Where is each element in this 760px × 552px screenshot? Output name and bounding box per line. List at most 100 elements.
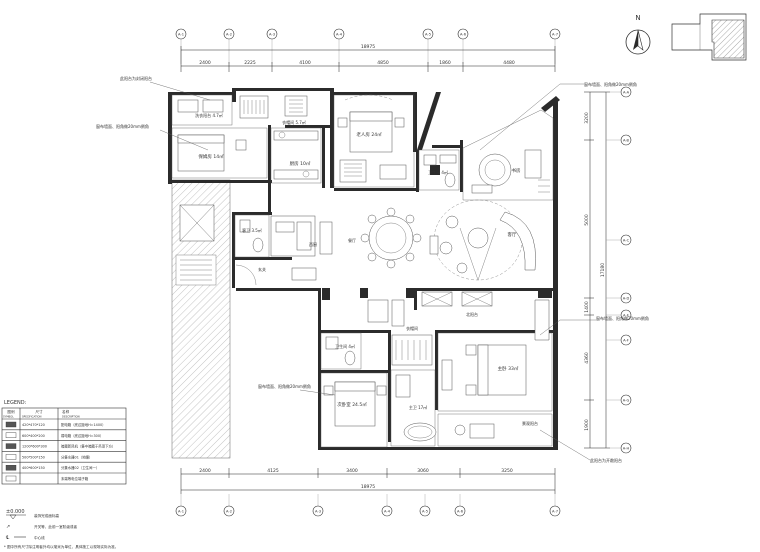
room-label-master: 主卧 33㎡ xyxy=(498,365,519,372)
room-label-balcony-laundry: 洗衣阳台 4.7㎡ xyxy=(195,112,223,118)
legend-symbol-icon xyxy=(5,432,17,438)
grid-bubble: A-B xyxy=(620,134,632,146)
annotations: 此阳台为封闭阳台 窗布墙面、阳角做20mm倒角 窗布墙面、阳角做20mm倒角 窗… xyxy=(96,75,649,463)
right-dimensions: 3200 5000 1400 4360 1900 17180 A-AA-BA-C… xyxy=(584,86,632,454)
grid-bubble: A-F xyxy=(620,334,632,346)
legend-name: 暗藏新风机（集中暗藏于吊顶下方） xyxy=(61,444,115,449)
legend-symbol-icon xyxy=(5,454,17,460)
annotation-2: 窗布墙面、阳角做20mm倒角 xyxy=(96,123,149,129)
grid-bubble-label: A-C xyxy=(623,238,630,242)
legend-name: 弱电箱（底边距地H=300） xyxy=(61,433,103,438)
bottom-dimensions: 2400 4125 3400 3060 3250 18975 xyxy=(180,468,556,494)
grid-bubble-label: A-1 xyxy=(178,32,184,36)
room-study: 书房 xyxy=(462,109,554,201)
room-label-west-kitchen: 西厨 xyxy=(309,241,317,247)
bottom-dim-5: 3250 xyxy=(501,468,513,474)
grid-bubble: A-1 xyxy=(175,28,187,40)
symbol-slope: ↗ xyxy=(6,524,10,530)
grid-bubble-label: A-B xyxy=(623,138,630,142)
grid-bubble-label: A-4 xyxy=(336,32,343,36)
walls xyxy=(168,88,560,450)
room-elderly: 老人房 24㎡ xyxy=(333,94,415,188)
top-dim-6: 4480 xyxy=(503,60,515,66)
symbol-elevation: ±0.000 xyxy=(6,509,25,515)
grid-bubble: A-E xyxy=(620,309,632,321)
top-dim-5: 1860 xyxy=(439,60,451,66)
grid-bubble: A-4 xyxy=(381,505,393,517)
legend-symbol-icon xyxy=(5,465,17,471)
bottom-dim-3: 3400 xyxy=(346,468,358,474)
grid-bubble: A-A xyxy=(620,86,632,98)
symbol-centerline-desc: 中心线 xyxy=(34,535,45,540)
legend-name: 分集水器02（卫生间一） xyxy=(61,465,99,470)
room-label-kitchen: 厨房 10㎡ xyxy=(290,160,311,167)
grid-bubble: A-3 xyxy=(266,28,278,40)
grid-bubble-label: A-H xyxy=(623,446,630,450)
grid-bubble-label: A-5 xyxy=(425,32,431,36)
north-label: N xyxy=(635,14,640,22)
entrance-foyer: 玄关 xyxy=(235,264,317,286)
legend-symbol-icon xyxy=(5,475,17,482)
room-label-foyer: 玄关 xyxy=(258,266,266,272)
grid-bubble: A-G xyxy=(620,394,632,406)
legend-name: 分集水器01（地暖） xyxy=(61,454,92,459)
room-label-landscape: 景观阳台 xyxy=(522,420,538,426)
right-bubbles: A-A A-B A-C A-D A-E A-F A-G A-H xyxy=(620,86,632,454)
room-label-study: 书房 xyxy=(512,167,521,174)
grid-bubble-label: A-F xyxy=(623,338,629,342)
legend-row: 400*600*150 分集水器02（卫生间一） xyxy=(2,461,126,471)
room-living: 客厅 xyxy=(429,199,536,281)
room-north-balcony: 洗衣阳台 4.7㎡ xyxy=(171,94,233,126)
grid-bubble-label: A-D xyxy=(623,296,630,300)
bottom-dim-1: 2400 xyxy=(199,468,211,474)
general-note: * 图中所有尺寸除注明者外均以毫米为单位，具体施工以现场实际为准。 xyxy=(4,544,118,549)
legend-symbol-icon xyxy=(5,443,17,449)
north-arrow: N xyxy=(625,14,651,55)
room-label-nanny: 保姆房 14㎡ xyxy=(198,153,224,160)
legend-name: 末端等电位端子箱 xyxy=(61,476,89,481)
room-label-wardrobe: 衣帽间 xyxy=(406,325,418,331)
grid-bubble-label: A-E xyxy=(623,313,630,317)
grid-bubble-label: A-7 xyxy=(552,509,558,513)
legend-size: 420*470*120 xyxy=(22,423,45,427)
grid-bubble-label: A-3 xyxy=(315,509,321,513)
top-dimensions: 18975 2400 2225 4100 4850 1860 4480 xyxy=(180,44,556,72)
grid-bubble: A-4 xyxy=(333,28,345,40)
top-grid-axes: A-1 A-2 A-3 A-4 A-5 A-6 A-7 xyxy=(175,28,561,64)
room-dining: 餐厅 xyxy=(348,207,422,269)
room-kitchen: 厨房 10㎡ xyxy=(270,127,322,184)
grid-bubble: A-7 xyxy=(549,28,561,40)
top-dim-1: 2400 xyxy=(199,60,211,66)
symbol-centerline: ℄ xyxy=(6,535,10,541)
corridor-storage: 北阳台 xyxy=(367,291,493,327)
room-master-bath: 主卫 17㎡ xyxy=(390,369,437,447)
grid-bubble-label: A-6 xyxy=(460,32,467,36)
legend-size: 400*600*150 xyxy=(22,466,45,470)
grid-bubble: A-H xyxy=(620,442,632,454)
legend-symbol-icon xyxy=(5,421,17,428)
bottom-total-dim: 18975 xyxy=(361,484,375,490)
annotation-6: 此阳台为开敞阳台 xyxy=(590,457,622,463)
room-west-kitchen: 西厨 xyxy=(270,215,333,257)
room-label-guest-bath: 客卫 3.5㎡ xyxy=(242,227,262,233)
symbol-slope-desc: 开关等，此前一室阶级或者 xyxy=(34,524,78,529)
grid-bubble-label: A-3 xyxy=(269,32,275,36)
room-cloakroom: 衣帽间 5.7㎡ xyxy=(239,95,308,125)
annotation-1: 此阳台为封闭阳台 xyxy=(120,75,152,81)
grid-bubble-label: A-G xyxy=(623,398,630,402)
legend-sub-size: SPECIFICATION xyxy=(22,415,41,419)
right-dim-3: 1400 xyxy=(584,301,590,313)
room-bath-upper: 卫生间 4㎡ xyxy=(418,149,460,191)
grid-bubble: A-3 xyxy=(312,505,324,517)
legend-row: 末端等电位端子箱 xyxy=(2,472,126,482)
key-plan xyxy=(671,13,747,61)
annotation-3: 窗布墙面、阳角做20mm倒角 xyxy=(584,81,637,87)
right-dim-1: 3200 xyxy=(584,112,590,124)
legend-header-name: 名称 xyxy=(62,409,70,414)
legend-size: 500*500*150 xyxy=(22,455,45,459)
grid-bubble-label: A-2 xyxy=(226,509,232,513)
right-dim-2: 5000 xyxy=(584,214,590,226)
grid-bubble: A-2 xyxy=(223,28,235,40)
